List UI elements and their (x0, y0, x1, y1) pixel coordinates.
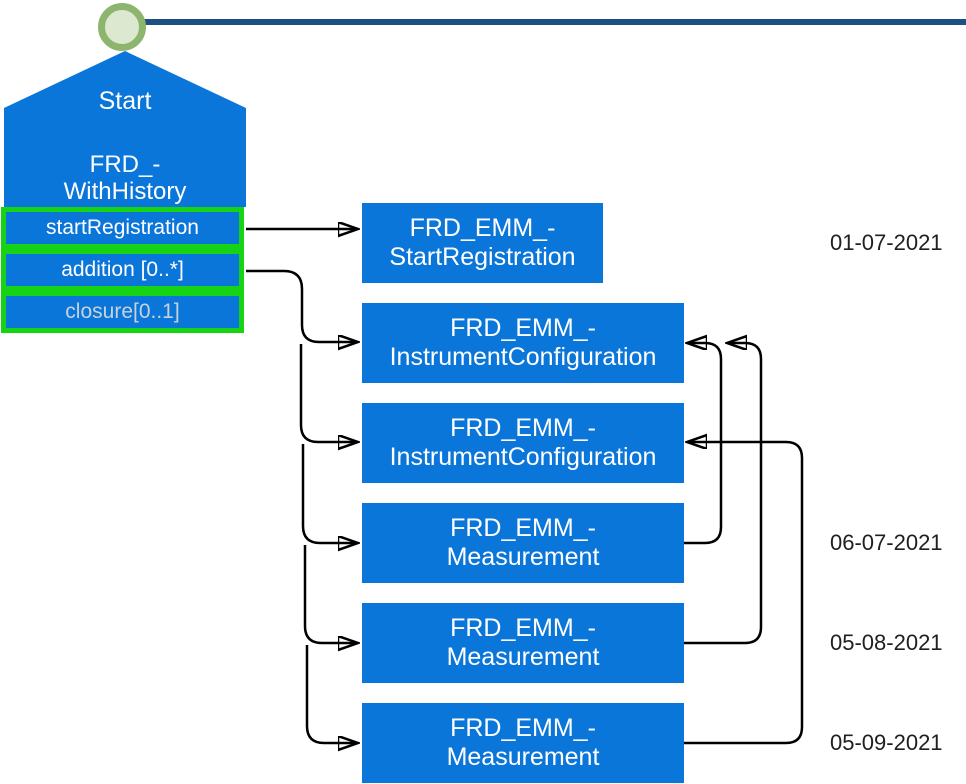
connector-addition-to-box6 (305, 645, 357, 743)
connector-addition-to-box2 (246, 269, 357, 342)
event-box-line2: Measurement (446, 543, 600, 571)
date-label-2: 06-07-2021 (830, 530, 943, 555)
connector-measurement3-to-instrumentconfiguration2 (684, 442, 804, 745)
date-label-1: 01-07-2021 (830, 230, 943, 255)
connector-measurement2-to-instrumentconfiguration1 (684, 343, 763, 645)
connector-addition-to-box3 (299, 344, 357, 442)
event-box-line1: FRD_EMM_- (450, 414, 596, 442)
port-start-registration: startRegistration (1, 207, 244, 249)
timeline-start-circle-icon (98, 3, 146, 51)
start-state-shape: Start FRD_-WithHistory (4, 51, 246, 207)
event-box-line2: Measurement (446, 643, 600, 671)
date-label-3: 05-08-2021 (830, 630, 943, 655)
event-box-instrument-configuration-1: FRD_EMM_- InstrumentConfiguration (362, 303, 684, 383)
start-state-name: FRD_-WithHistory (4, 151, 246, 205)
event-box-line1: FRD_EMM_- (450, 514, 596, 542)
connector-measurement1-to-instrumentconfiguration1 (684, 343, 723, 545)
port-addition: addition [0..*] (1, 249, 244, 291)
event-box-line2: StartRegistration (389, 243, 576, 271)
port-closure: closure[0..1] (1, 291, 244, 333)
event-box-measurement-1: FRD_EMM_- Measurement (362, 503, 684, 583)
timeline-bar (144, 19, 966, 25)
event-box-line1: FRD_EMM_- (409, 214, 556, 242)
event-box-line1: FRD_EMM_- (450, 314, 596, 342)
start-state-name-line2: WithHistory (63, 178, 187, 205)
connector-addition-to-box4 (301, 444, 357, 543)
start-state-title: Start (98, 87, 152, 115)
event-box-instrument-configuration-2: FRD_EMM_- InstrumentConfiguration (362, 403, 684, 483)
event-box-line2: Measurement (446, 743, 600, 771)
date-label-4: 05-09-2021 (830, 730, 943, 755)
event-box-line2: InstrumentConfiguration (389, 443, 657, 471)
event-box-measurement-2: FRD_EMM_- Measurement (362, 603, 684, 683)
event-box-measurement-3: FRD_EMM_- Measurement (362, 703, 684, 783)
event-box-line1: FRD_EMM_- (450, 714, 596, 742)
event-box-line1: FRD_EMM_- (450, 614, 596, 642)
event-box-start-registration: FRD_EMM_- StartRegistration (362, 203, 603, 283)
start-state-name-line1: FRD_- (89, 151, 161, 178)
connector-addition-to-box5 (303, 545, 357, 643)
event-box-line2: InstrumentConfiguration (389, 343, 657, 371)
